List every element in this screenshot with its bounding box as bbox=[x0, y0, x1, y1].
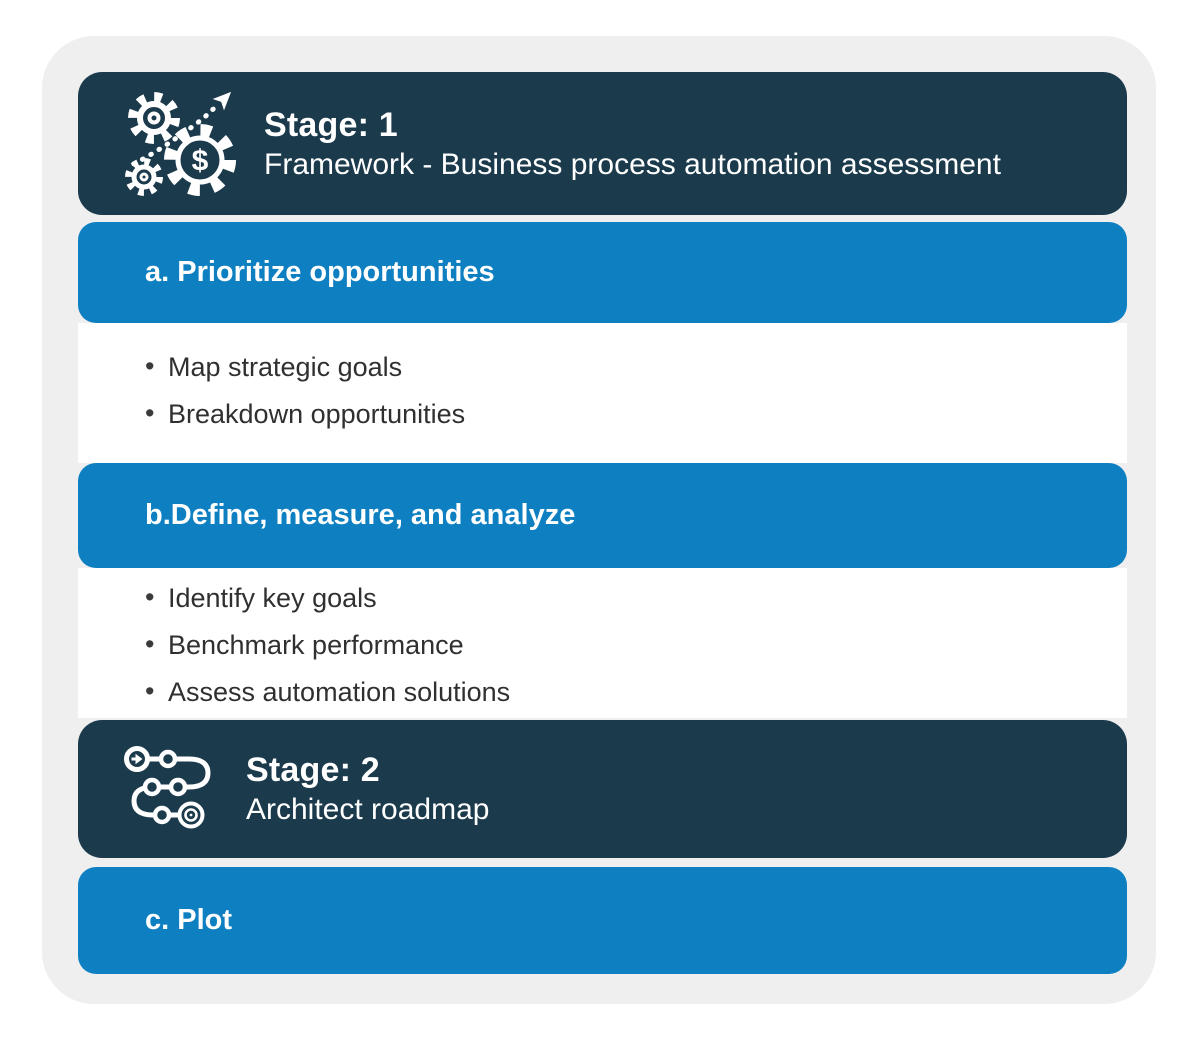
stage-2-text: Stage: 2 Architect roadmap bbox=[246, 749, 489, 829]
framework-card: $ Stage: 1 Framework - Business process … bbox=[42, 36, 1156, 1004]
section-a-bullet-list: Map strategic goals Breakdown opportunit… bbox=[145, 350, 1127, 431]
section-a-label: a. Prioritize opportunities bbox=[145, 256, 495, 288]
stage-1-subtitle: Framework - Business process automation … bbox=[264, 147, 1001, 181]
bullet-item: Benchmark performance bbox=[145, 628, 1127, 662]
stage-2-subtitle: Architect roadmap bbox=[246, 793, 490, 826]
section-b-bullet-list: Identify key goals Benchmark performance… bbox=[145, 581, 1127, 709]
bullet-item: Breakdown opportunities bbox=[145, 397, 1127, 431]
gears-growth-dollar-icon: $ bbox=[125, 91, 236, 196]
section-b-header: b.Define, measure, and analyze bbox=[78, 463, 1127, 568]
stage-2-title: Stage: 2 bbox=[246, 751, 380, 789]
bullet-item: Identify key goals bbox=[145, 581, 1127, 615]
roadmap-milestones-icon bbox=[124, 746, 211, 829]
section-c-label: c. Plot bbox=[145, 904, 233, 936]
stage-1-text: Stage: 1 Framework - Business process au… bbox=[264, 104, 1001, 184]
stage-1-header: $ Stage: 1 Framework - Business process … bbox=[78, 72, 1127, 215]
section-b-body: Identify key goals Benchmark performance… bbox=[78, 568, 1127, 718]
band-stack: $ Stage: 1 Framework - Business process … bbox=[78, 72, 1127, 974]
stage-1-title: Stage: 1 bbox=[264, 105, 398, 144]
bullet-item: Map strategic goals bbox=[145, 350, 1127, 384]
section-a-body: Map strategic goals Breakdown opportunit… bbox=[78, 323, 1127, 463]
section-a-header: a. Prioritize opportunities bbox=[78, 222, 1127, 323]
section-c-header: c. Plot bbox=[78, 867, 1127, 974]
bullet-item: Assess automation solutions bbox=[145, 675, 1127, 709]
section-b-label: b.Define, measure, and analyze bbox=[145, 499, 576, 531]
dollar-glyph: $ bbox=[192, 144, 209, 177]
stage-2-header: Stage: 2 Architect roadmap bbox=[78, 720, 1127, 858]
